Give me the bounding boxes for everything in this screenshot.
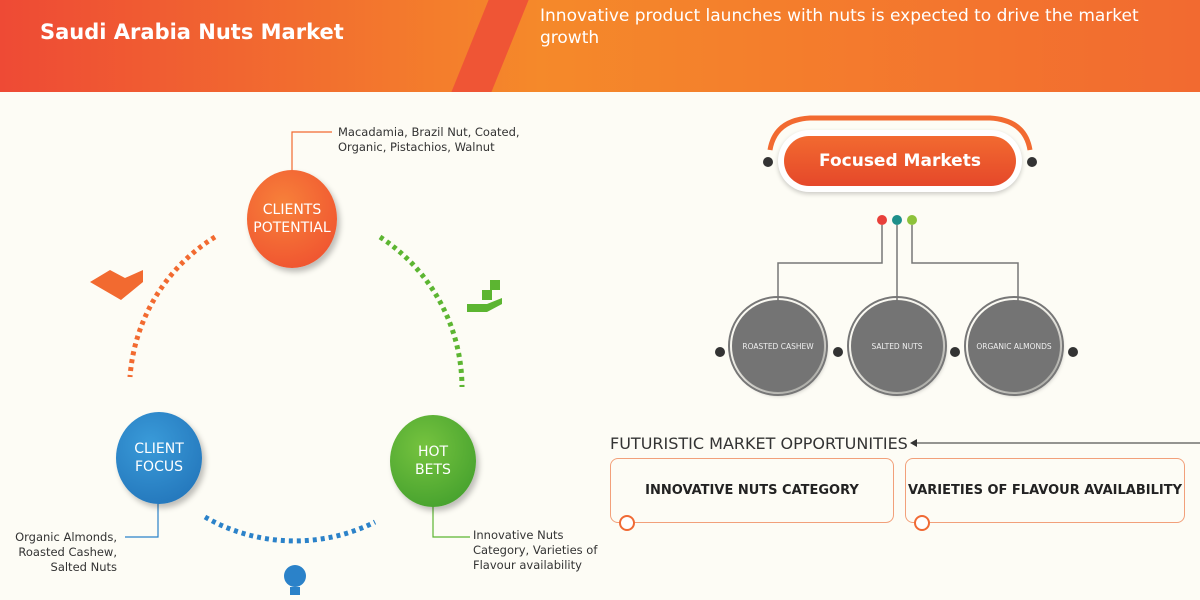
clients-potential-note: Macadamia, Brazil Nut, Coated, Organic, … — [338, 125, 520, 154]
dice-hand-icon — [467, 280, 502, 312]
handshake-icon — [90, 270, 143, 300]
opportunity-innovative-nuts: INNOVATIVE NUTS CATEGORY — [610, 458, 894, 523]
ring-decoration — [964, 296, 1064, 396]
hot-bets-label: HOT BETS — [415, 444, 451, 478]
ring-decoration — [728, 296, 828, 396]
tagline: Innovative product launches with nuts is… — [540, 6, 1139, 48]
blue-dashed-arc — [203, 514, 377, 544]
green-dashed-arc — [378, 234, 465, 388]
page-title: Saudi Arabia Nuts Market — [40, 20, 344, 44]
cycle-arcs — [90, 131, 502, 595]
opportunity-flavour-varieties: VARIETIES OF FLAVOUR AVAILABILITY — [905, 458, 1185, 523]
ring-decoration — [847, 296, 947, 396]
clients-potential-circle: CLIENTS POTENTIAL — [247, 170, 337, 268]
opportunity-label: INNOVATIVE NUTS CATEGORY — [645, 483, 859, 498]
bullet-circle — [619, 515, 635, 531]
lightbulb-icon — [284, 565, 306, 595]
opportunity-label: VARIETIES OF FLAVOUR AVAILABILITY — [908, 483, 1182, 498]
orange-arc — [767, 115, 1033, 151]
arrow-line — [910, 439, 1200, 447]
connector-line — [432, 497, 470, 538]
bullet-circle — [914, 515, 930, 531]
hot-bets-circle: HOT BETS — [390, 415, 476, 507]
header-banner — [0, 0, 1200, 92]
divider-slash — [451, 0, 529, 92]
connector-line — [125, 492, 159, 538]
clients-potential-label: CLIENTS POTENTIAL — [253, 202, 331, 236]
client-focus-circle: CLIENT FOCUS — [116, 412, 202, 504]
client-focus-label: CLIENT FOCUS — [134, 441, 184, 475]
hot-bets-note: Innovative Nuts Category, Varieties of F… — [473, 528, 598, 572]
orange-dashed-arc — [127, 234, 217, 378]
connector-line — [291, 131, 332, 172]
focused-markets-diagram — [715, 115, 1078, 357]
focused-markets-title: Focused Markets — [784, 136, 1016, 186]
client-focus-note: Organic Almonds, Roasted Cashew, Salted … — [15, 530, 117, 574]
futuristic-title: FUTURISTIC MARKET OPPORTUNITIES — [610, 434, 908, 453]
